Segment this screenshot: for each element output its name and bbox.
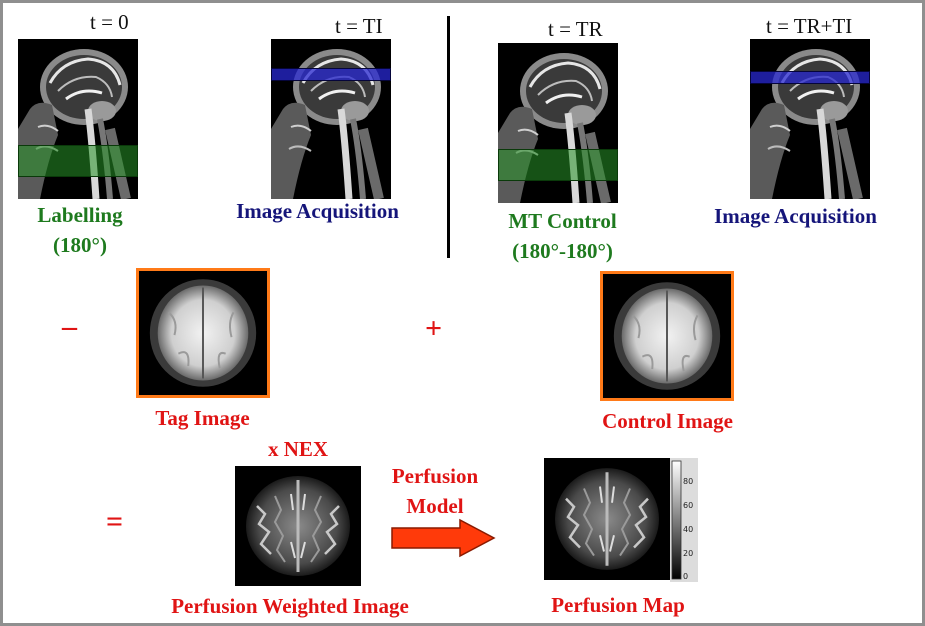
nex-label: x NEX [267,437,329,461]
sagittal-mri-acquisition-1 [271,39,391,199]
control-image-label: Control Image [602,409,733,433]
colorbar-panel: 80 60 40 20 0 [670,458,698,582]
perfusion-weighted-image [235,466,361,586]
imaging-slab-1 [271,68,391,81]
equals-operator: = [106,505,124,538]
phase-divider [447,16,450,258]
colorbar-tick-60: 60 [683,501,693,510]
mt-control-text: MT Control [508,209,617,233]
perfusion-map-label: Perfusion Map [551,593,685,617]
labelling-text: Labelling [37,203,123,227]
perfusion-model-text-2: Model [406,494,464,518]
perfusion-weighted-image-label: Perfusion Weighted Image [171,594,409,618]
colorbar-tick-20: 20 [683,549,693,558]
mt-control-label: MT Control (180°-180°) [480,206,645,266]
timepoint-ti: t = TI [335,14,383,38]
sagittal-mri-acquisition-2 [750,39,870,199]
control-image [600,271,734,401]
sagittal-mri-mt-control [498,43,618,203]
minus-operator: – [62,310,77,343]
colorbar-tick-0: 0 [683,572,688,581]
perfusion-arrow-icon [391,518,496,558]
labelling-angle: (180°) [53,233,107,257]
perfusion-map-image [544,458,670,580]
labelling-label: Labelling (180°) [10,200,150,260]
imaging-slab-2 [750,71,870,84]
colorbar-tick-80: 80 [683,477,693,486]
mt-control-angle: (180°-180°) [512,239,613,263]
timepoint-t0: t = 0 [90,10,129,34]
timepoint-tr-ti: t = TR+TI [766,14,853,38]
image-acquisition-label-2: Image Acquisition [714,204,877,228]
image-acquisition-label-1: Image Acquisition [236,199,399,223]
labelling-slab [18,145,138,177]
timepoint-tr: t = TR [548,17,603,41]
perfusion-model-text-1: Perfusion [391,464,479,488]
sagittal-mri-labelling [18,39,138,199]
perfusion-model-label: Perfusion Model [370,461,500,521]
plus-operator: + [425,312,443,345]
tag-image-label: Tag Image [155,406,250,430]
control-slab [498,149,618,181]
colorbar-tick-40: 40 [683,525,693,534]
tag-image [136,268,270,398]
